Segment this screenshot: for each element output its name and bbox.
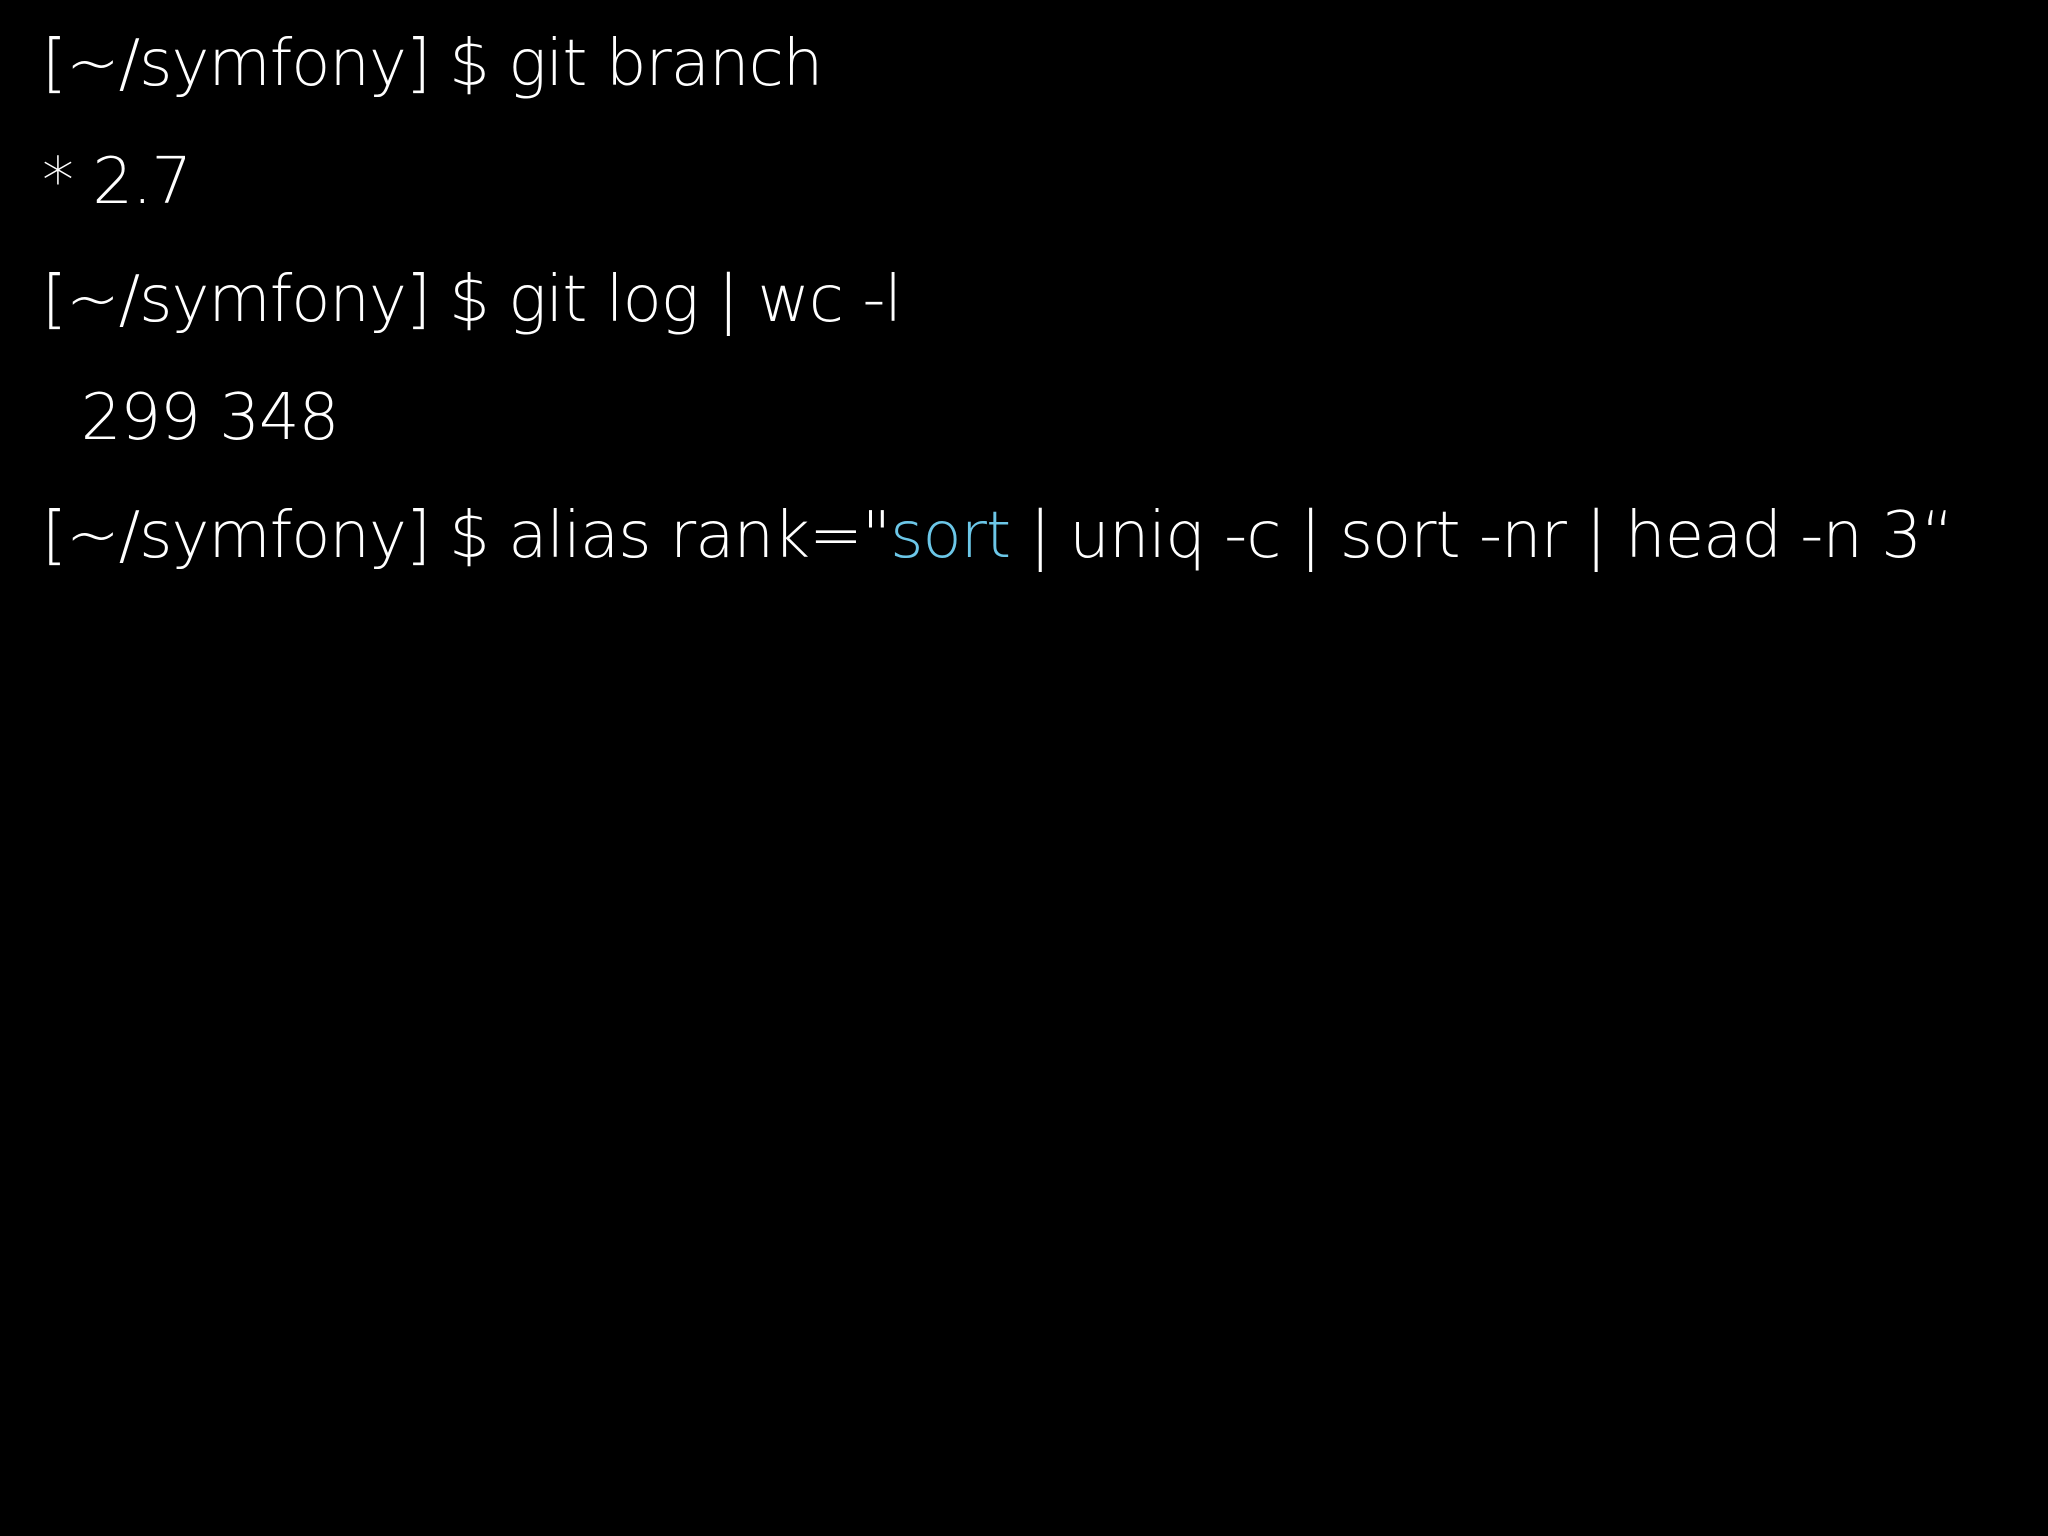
command-line-git-log-count: [~/symfony] $ git log | wc -l [42, 263, 902, 337]
output-commit-line-count: 299 348 [42, 381, 340, 455]
alias-command-prefix: [~/symfony] $ alias rank=" [42, 499, 891, 573]
alias-command-suffix: | uniq -c | sort -nr | head -n 3“ [1010, 499, 1954, 573]
command-line-git-branch: [~/symfony] $ git branch [42, 27, 823, 101]
output-current-branch: * 2.7 [42, 145, 192, 219]
highlighted-sort-token: sort [890, 499, 1011, 573]
command-line-alias-rank: [~/symfony] $ alias rank="sort | uniq -c… [42, 496, 1954, 576]
